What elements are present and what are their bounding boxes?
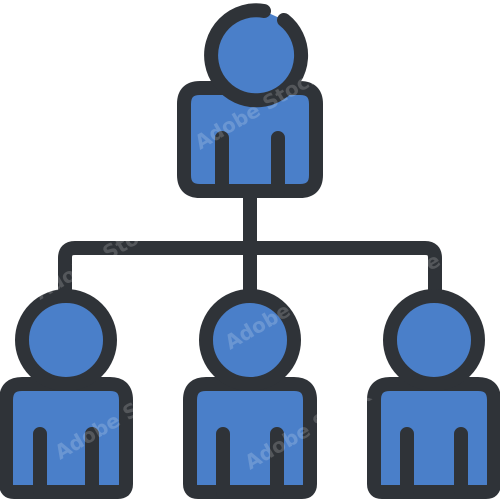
person-top-head bbox=[204, 3, 309, 108]
person-left-icon bbox=[0, 289, 133, 499]
person-right-body bbox=[367, 377, 500, 499]
connector-branch bbox=[58, 241, 442, 307]
person-left-legs bbox=[33, 427, 99, 499]
person-center-icon bbox=[183, 289, 317, 499]
person-left-head bbox=[15, 289, 117, 391]
connector-lines bbox=[58, 188, 442, 307]
person-right-legs bbox=[400, 427, 468, 499]
person-right-head bbox=[383, 289, 485, 391]
person-center-body bbox=[183, 377, 317, 499]
person-center-head bbox=[199, 289, 301, 391]
person-left-body bbox=[0, 377, 133, 499]
person-top-icon bbox=[177, 3, 323, 198]
person-top-legs bbox=[215, 131, 285, 198]
person-right-icon bbox=[367, 289, 500, 499]
person-center-legs bbox=[216, 427, 284, 499]
